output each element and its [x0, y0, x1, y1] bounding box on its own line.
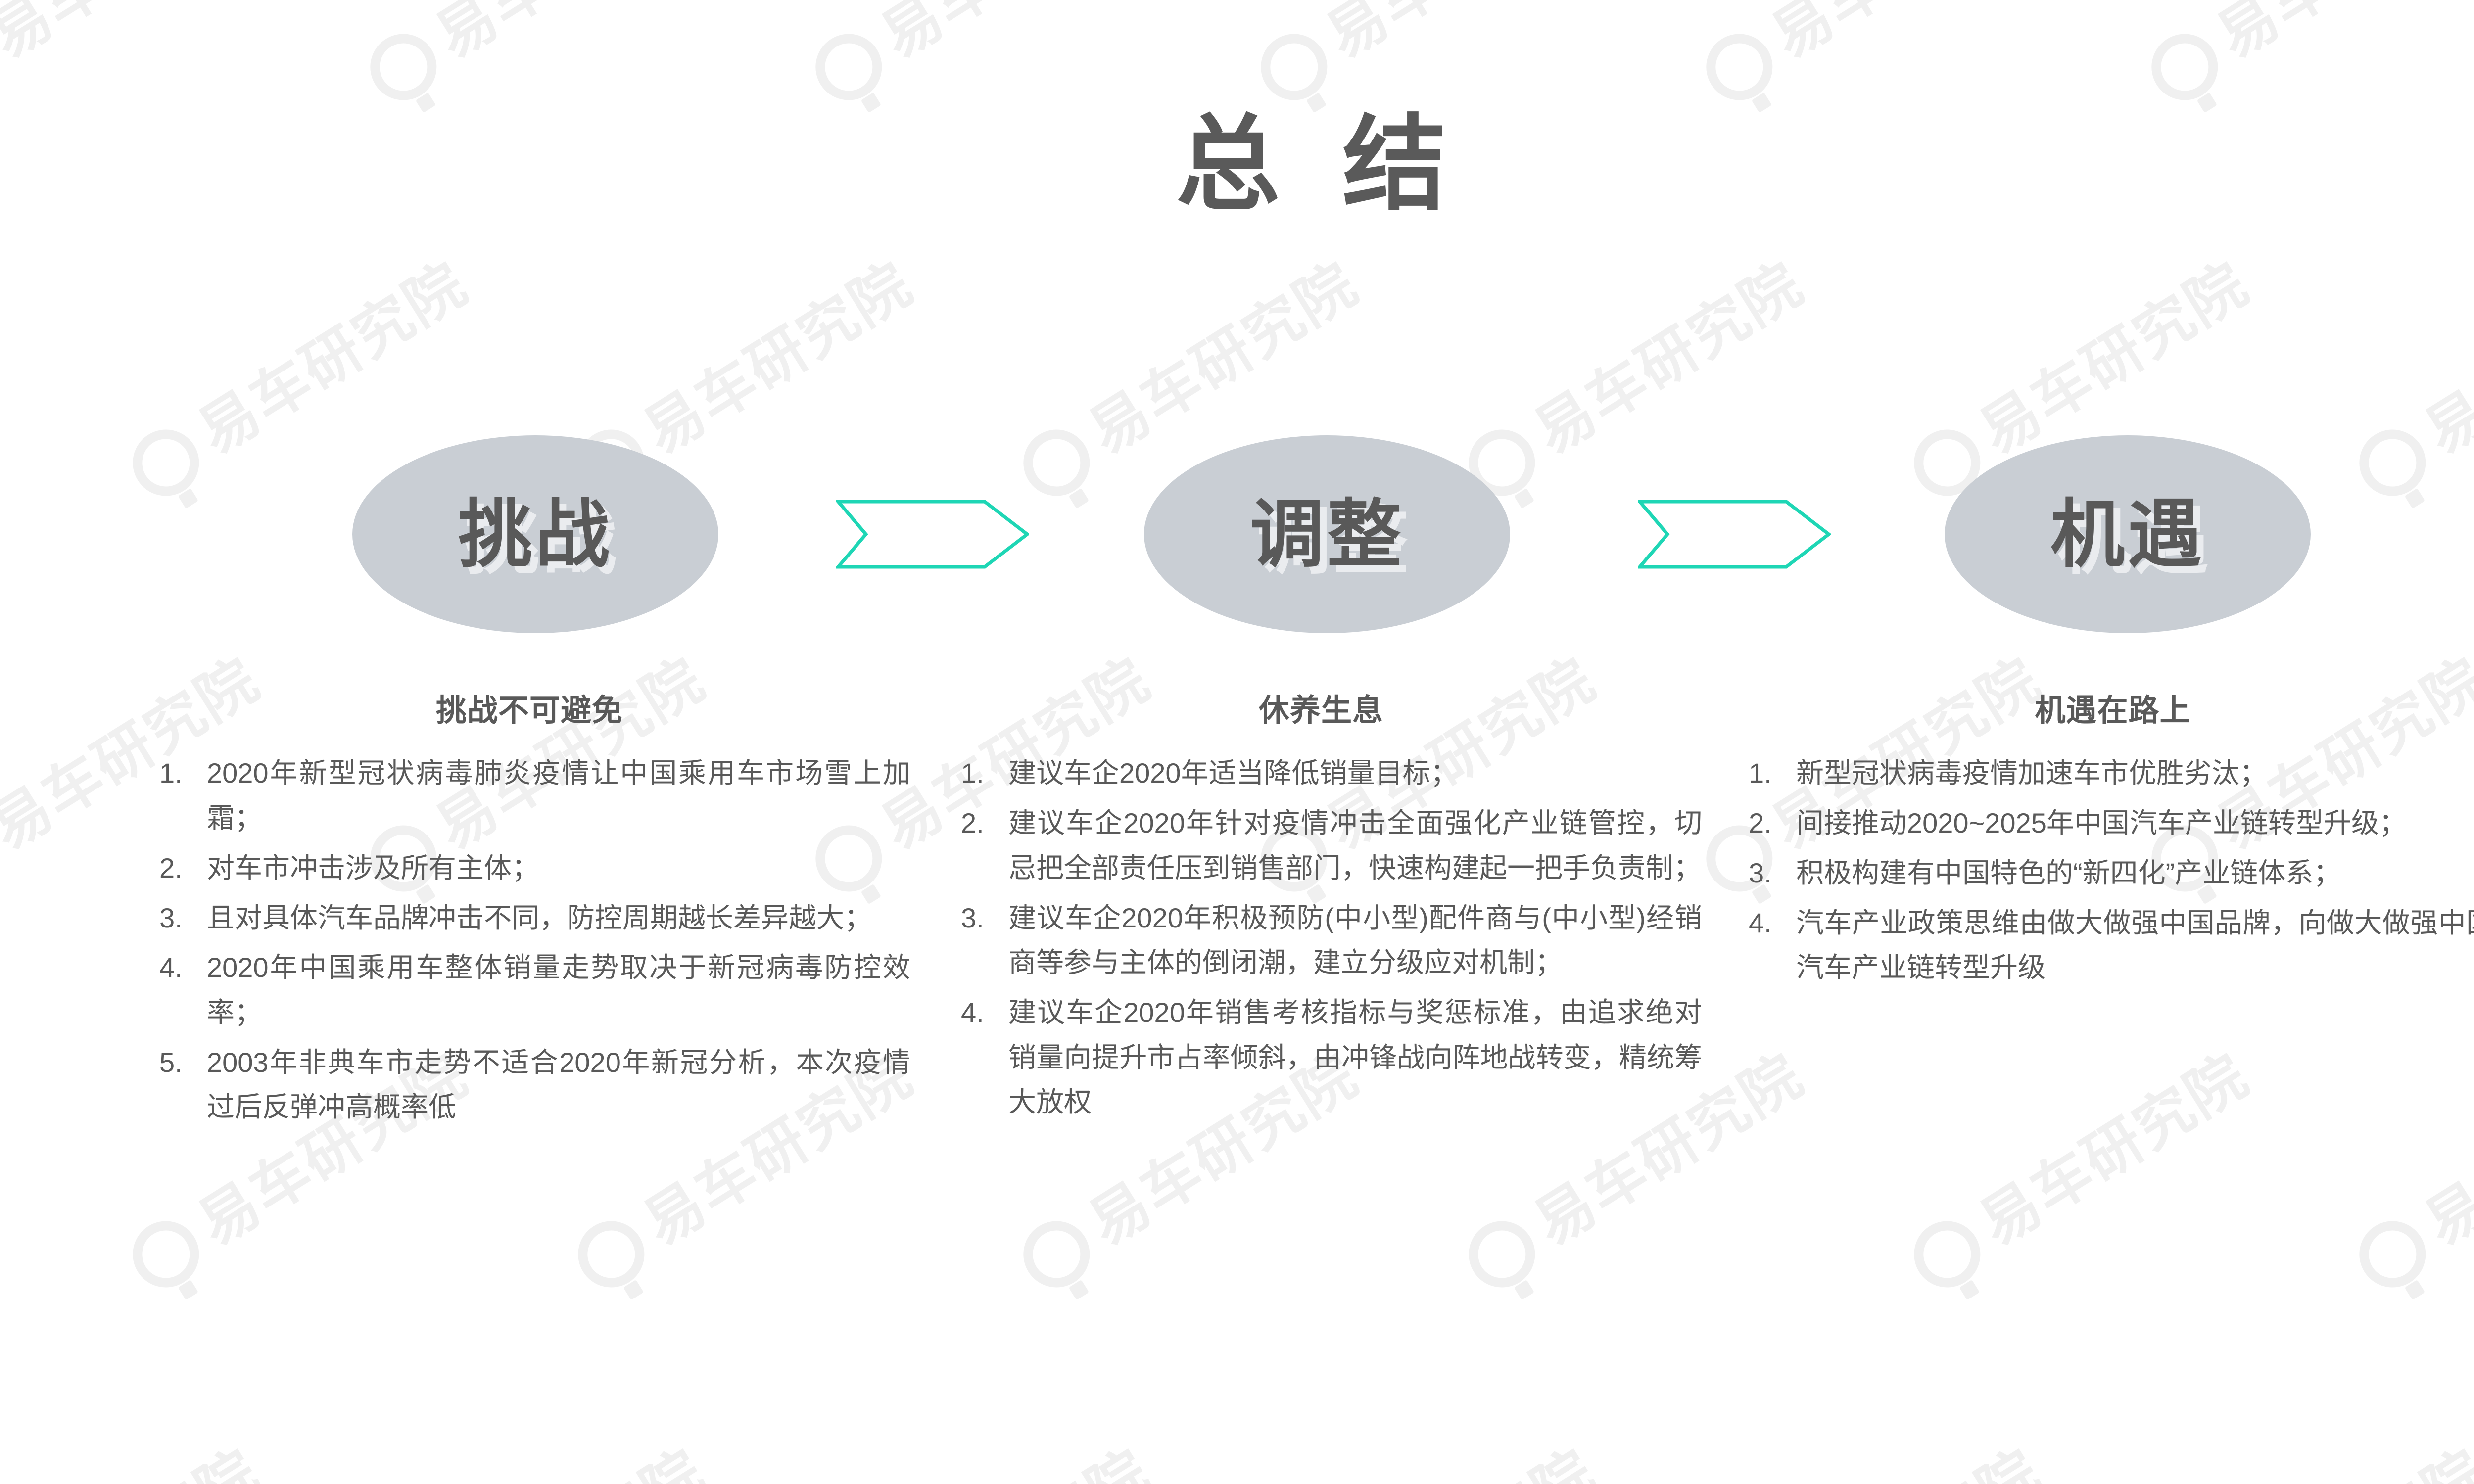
column-challenge: 挑战不可避免 1. 2020年新型冠状病毒肺炎疫情让中国乘用车市场雪上加霜； 2. 对… [148, 693, 910, 1135]
list-item: 2. 间接推动2020~2025年中国汽车产业链转型升级； [1738, 801, 2474, 846]
list-item: 3. 且对具体汽车品牌冲击不同，防控周期越长差异越大； [148, 896, 910, 941]
list-item-number: 4. [159, 952, 183, 983]
list-item-number: 3. [961, 902, 984, 933]
list-item-text: 积极构建有中国特色的“新四化”产业链体系； [1796, 857, 2341, 888]
list-item-text: 汽车产业政策思维由做大做强中国品牌，向做大做强中国汽车产业链转型升级 [1796, 907, 2474, 983]
list-item: 3. 建议车企2020年积极预防(中小型)配件商与(中小型)经销商等参与主体的倒闭… [950, 896, 1702, 985]
list-item: 4. 2020年中国乘用车整体销量走势取决于新冠病毒防控效率； [148, 945, 910, 1035]
column-heading: 机遇在路上 [2035, 694, 2191, 728]
list-item-number: 1. [961, 757, 984, 789]
column-list: 1. 2020年新型冠状病毒肺炎疫情让中国乘用车市场雪上加霜； 2. 对车市冲击涉及所… [148, 751, 910, 1130]
column-list: 1. 新型冠状病毒疫情加速车市优胜劣汰； 2. 间接推动2020~2025年中国汽车产… [1732, 751, 2474, 990]
column-adjust: 休养生息 1. 建议车企2020年适当降低销量目标； 2. 建议车企2020年针对疫情… [940, 693, 1702, 1130]
list-item-number: 3. [159, 902, 183, 933]
column-heading: 挑战不可避免 [435, 694, 623, 728]
flow-stage-adjust[interactable]: 调整 [1144, 435, 1510, 633]
list-item-text: 建议车企2020年积极预防(中小型)配件商与(中小型)经销商等参与主体的倒闭潮，… [1008, 902, 1702, 978]
list-item-text: 建议车企2020年针对疫情冲击全面强化产业链管控，切忌把全部责任压到销售部门，快… [1008, 807, 1702, 883]
list-item-text: 2020年新型冠状病毒肺炎疫情让中国乘用车市场雪上加霜； [207, 757, 910, 834]
list-item-text: 新型冠状病毒疫情加速车市优胜劣汰； [1796, 757, 2267, 789]
list-item-text: 建议车企2020年适当降低销量目标； [1008, 757, 1458, 789]
list-item: 1. 2020年新型冠状病毒肺炎疫情让中国乘用车市场雪上加霜； [148, 751, 910, 840]
list-item: 2. 对车市冲击涉及所有主体； [148, 846, 910, 891]
column-list: 1. 建议车企2020年适当降低销量目标； 2. 建议车企2020年针对疫情冲击全面强… [940, 751, 1702, 1125]
list-item: 2. 建议车企2020年针对疫情冲击全面强化产业链管控，切忌把全部责任压到销售部门… [950, 801, 1702, 890]
list-item-number: 4. [1749, 907, 1772, 938]
list-item-number: 4. [961, 996, 984, 1028]
list-item-number: 1. [1749, 757, 1772, 789]
list-item-number: 2. [1749, 807, 1772, 839]
list-item-number: 1. [159, 757, 183, 789]
list-item-text: 间接推动2020~2025年中国汽车产业链转型升级； [1796, 807, 2407, 839]
flow-diagram: 挑战 调整 机遇 [0, 435, 2474, 633]
flow-stage-label: 调整 [1249, 493, 1404, 576]
flow-stage-label: 挑战 [458, 493, 613, 576]
list-item: 4. 汽车产业政策思维由做大做强中国品牌，向做大做强中国汽车产业链转型升级 [1738, 901, 2474, 990]
column-opportunity: 机遇在路上 1. 新型冠状病毒疫情加速车市优胜劣汰； 2. 间接推动2020~2025… [1732, 693, 2474, 995]
list-item: 3. 积极构建有中国特色的“新四化”产业链体系； [1738, 851, 2474, 896]
list-item: 4. 建议车企2020年销售考核指标与奖惩标准，由追求绝对销量向提升市占率倾斜，由… [950, 990, 1702, 1125]
list-item-number: 2. [961, 807, 984, 839]
flow-stage-challenge[interactable]: 挑战 [352, 435, 718, 633]
flow-stage-opportunity[interactable]: 机遇 [1945, 435, 2311, 633]
list-item-text: 且对具体汽车品牌冲击不同，防控周期越长差异越大； [207, 902, 872, 933]
list-item: 5. 2003年非典车市走势不适合2020年新冠分析，本次疫情过后反弹冲高概率低 [148, 1040, 910, 1130]
page-title: 总 结 [1176, 106, 1464, 223]
list-item-text: 对车市冲击涉及所有主体； [207, 852, 539, 883]
chevron-right-icon [836, 500, 1029, 569]
list-item-number: 2. [159, 852, 183, 883]
list-item: 1. 建议车企2020年适当降低销量目标； [950, 751, 1702, 796]
list-item-number: 5. [159, 1046, 183, 1078]
list-item-number: 3. [1749, 857, 1772, 888]
list-item-text: 2003年非典车市走势不适合2020年新冠分析，本次疫情过后反弹冲高概率低 [207, 1046, 910, 1123]
column-heading: 休养生息 [1258, 694, 1383, 728]
list-item-text: 2020年中国乘用车整体销量走势取决于新冠病毒防控效率； [207, 952, 910, 1028]
flow-stage-label: 机遇 [2050, 493, 2205, 576]
list-item: 1. 新型冠状病毒疫情加速车市优胜劣汰； [1738, 751, 2474, 796]
list-item-text: 建议车企2020年销售考核指标与奖惩标准，由追求绝对销量向提升市占率倾斜，由冲锋… [1008, 996, 1702, 1118]
chevron-right-icon [1638, 500, 1831, 569]
